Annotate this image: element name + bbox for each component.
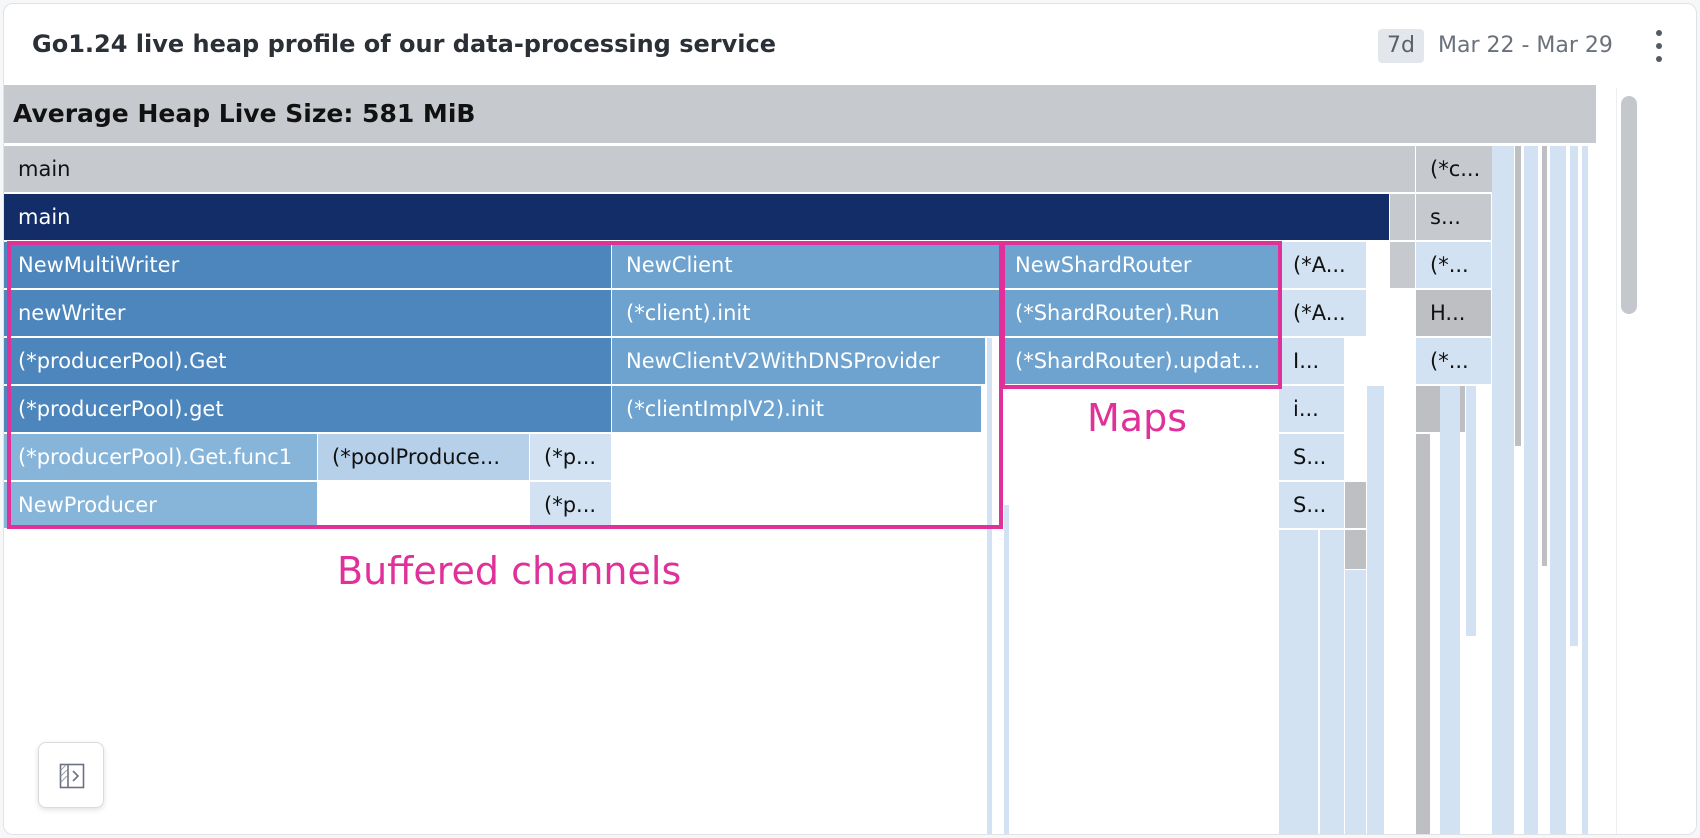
flame-sliver[interactable] xyxy=(1345,530,1367,570)
flame-frame[interactable]: S... xyxy=(1279,434,1345,481)
flame-sliver[interactable] xyxy=(1367,386,1385,834)
flame-frame[interactable]: H... xyxy=(1416,290,1492,337)
more-vertical-icon[interactable] xyxy=(1644,26,1674,66)
flame-sliver[interactable] xyxy=(1524,146,1538,834)
expand-panel-icon[interactable] xyxy=(38,742,104,808)
flame-graph[interactable]: Average Heap Live Size: 581 MiB main (*c… xyxy=(4,85,1596,834)
flame-sliver[interactable] xyxy=(1550,146,1566,834)
time-range-badge[interactable]: 7d xyxy=(1378,29,1424,63)
flame-sliver[interactable] xyxy=(1440,386,1460,834)
date-range-label[interactable]: Mar 22 - Mar 29 xyxy=(1438,33,1613,58)
flame-frame[interactable] xyxy=(1390,194,1416,241)
flame-sliver[interactable] xyxy=(987,338,992,834)
buffered-channels-label: Buffered channels xyxy=(337,549,682,593)
flame-frame[interactable]: (*producerPool).Get xyxy=(4,338,612,385)
flame-sliver[interactable] xyxy=(1542,146,1547,566)
flame-frame[interactable]: (*ShardRouter).updat... xyxy=(1001,338,1279,385)
flame-sliver[interactable] xyxy=(1570,146,1578,646)
flame-frame[interactable]: (*client).init xyxy=(612,290,1001,337)
flame-frame[interactable]: (*poolProduce... xyxy=(318,434,530,481)
flame-frame[interactable]: NewClient xyxy=(612,242,1001,289)
vertical-scrollbar[interactable] xyxy=(1616,88,1642,834)
card-title: Go1.24 live heap profile of our data-pro… xyxy=(32,30,776,58)
flame-frame[interactable]: (*c... xyxy=(1416,146,1506,193)
flame-sliver[interactable] xyxy=(1345,570,1367,834)
flame-sliver[interactable] xyxy=(1582,146,1588,834)
flame-frame[interactable]: NewMultiWriter xyxy=(4,242,612,289)
card-header: Go1.24 live heap profile of our data-pro… xyxy=(4,4,1696,88)
flame-sliver[interactable] xyxy=(1466,386,1476,636)
flame-sliver[interactable] xyxy=(1492,146,1514,834)
flame-frame[interactable]: (*p... xyxy=(530,482,612,529)
flame-frame[interactable] xyxy=(1390,242,1416,289)
flame-frame[interactable]: (*producerPool).get xyxy=(4,386,612,433)
expand-panel-glyph xyxy=(59,763,85,789)
flame-frame[interactable]: (*... xyxy=(1416,242,1492,289)
flame-frame[interactable]: i... xyxy=(1279,386,1345,433)
flame-frame-root[interactable]: main xyxy=(4,194,1390,241)
flame-total-bar[interactable]: Average Heap Live Size: 581 MiB xyxy=(4,85,1596,143)
flame-frame[interactable]: NewClientV2WithDNSProvider xyxy=(612,338,986,385)
scrollbar-thumb[interactable] xyxy=(1621,96,1637,314)
flame-frame[interactable]: (*clientImplV2).init xyxy=(612,386,982,433)
flame-frame[interactable]: (*A... xyxy=(1279,290,1367,337)
flame-sliver[interactable] xyxy=(1515,146,1521,446)
flame-sliver[interactable] xyxy=(1279,530,1319,834)
flame-frame[interactable]: (*A... xyxy=(1279,242,1367,289)
flame-sliver[interactable] xyxy=(1320,530,1345,834)
flame-frame[interactable]: newWriter xyxy=(4,290,612,337)
flame-frame[interactable]: (*p... xyxy=(530,434,612,481)
flame-sliver[interactable] xyxy=(1416,434,1430,834)
flame-frame[interactable]: NewProducer xyxy=(4,482,318,529)
flame-frame[interactable]: (*... xyxy=(1416,338,1492,385)
flame-frame[interactable] xyxy=(1345,482,1367,529)
flame-frame[interactable]: main xyxy=(4,146,1416,193)
flame-frame[interactable]: s... xyxy=(1416,194,1492,241)
flame-sliver[interactable] xyxy=(1004,505,1009,834)
flame-frame[interactable]: (*producerPool).Get.func1 xyxy=(4,434,318,481)
flame-frame[interactable]: I... xyxy=(1279,338,1345,385)
profile-card: Go1.24 live heap profile of our data-pro… xyxy=(3,3,1697,835)
flame-frame[interactable]: (*ShardRouter).Run xyxy=(1001,290,1279,337)
flame-frame[interactable]: NewShardRouter xyxy=(1001,242,1279,289)
maps-label: Maps xyxy=(1087,396,1187,440)
flame-frame[interactable]: S... xyxy=(1279,482,1345,529)
